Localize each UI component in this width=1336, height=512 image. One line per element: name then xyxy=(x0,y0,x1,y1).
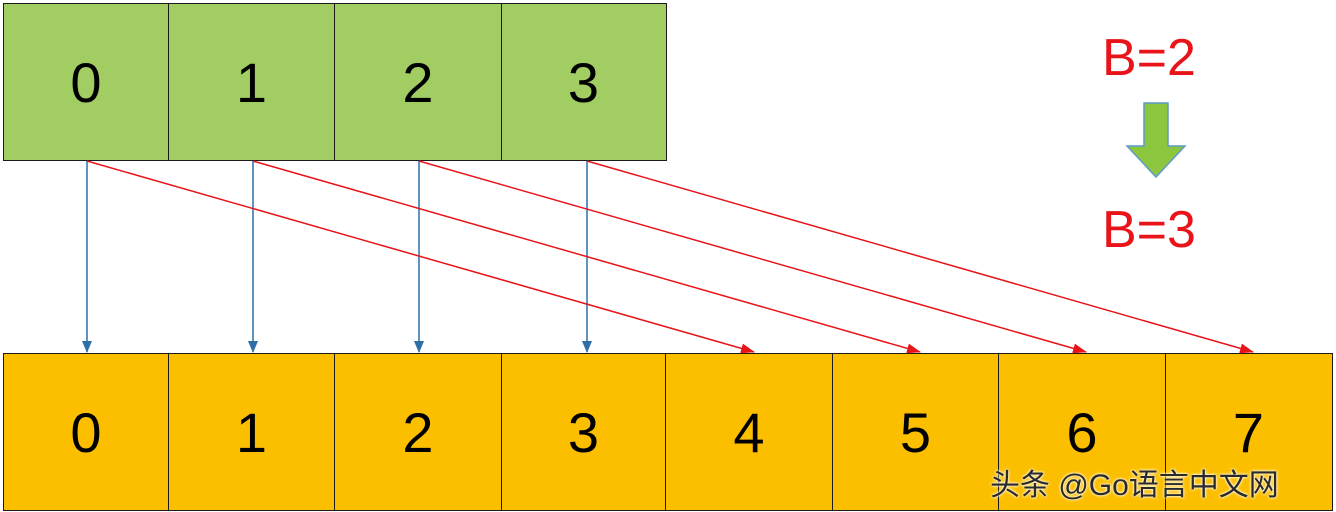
old-bucket-array: 0 1 2 3 xyxy=(3,3,667,161)
old-bucket-2: 2 xyxy=(334,3,502,161)
new-bucket-array: 0 1 2 3 4 5 6 7 xyxy=(3,353,1333,511)
new-bucket-2: 2 xyxy=(334,353,502,511)
arrow-0-to-4 xyxy=(86,160,755,354)
legend-before: B=2 xyxy=(1102,29,1196,87)
new-bucket-0: 0 xyxy=(3,353,169,511)
watermark: 头条 @Go语言中文网 xyxy=(990,469,1279,502)
arrow-1-to-5 xyxy=(252,160,921,354)
arrow-3-to-7 xyxy=(586,160,1254,354)
new-bucket-3: 3 xyxy=(500,353,667,511)
legend-after: B=3 xyxy=(1102,201,1196,259)
new-bucket-7: 7 xyxy=(1164,353,1333,511)
growth-down-arrow-icon xyxy=(1125,102,1187,179)
moved-arrows xyxy=(86,160,1254,354)
old-bucket-1: 1 xyxy=(167,3,336,161)
new-bucket-4: 4 xyxy=(665,353,833,511)
new-bucket-5: 5 xyxy=(831,353,1000,511)
new-bucket-1: 1 xyxy=(167,353,336,511)
same-index-arrows xyxy=(82,161,592,353)
arrow-2-to-6 xyxy=(418,160,1087,354)
old-bucket-3: 3 xyxy=(500,3,667,161)
old-bucket-0: 0 xyxy=(3,3,169,161)
